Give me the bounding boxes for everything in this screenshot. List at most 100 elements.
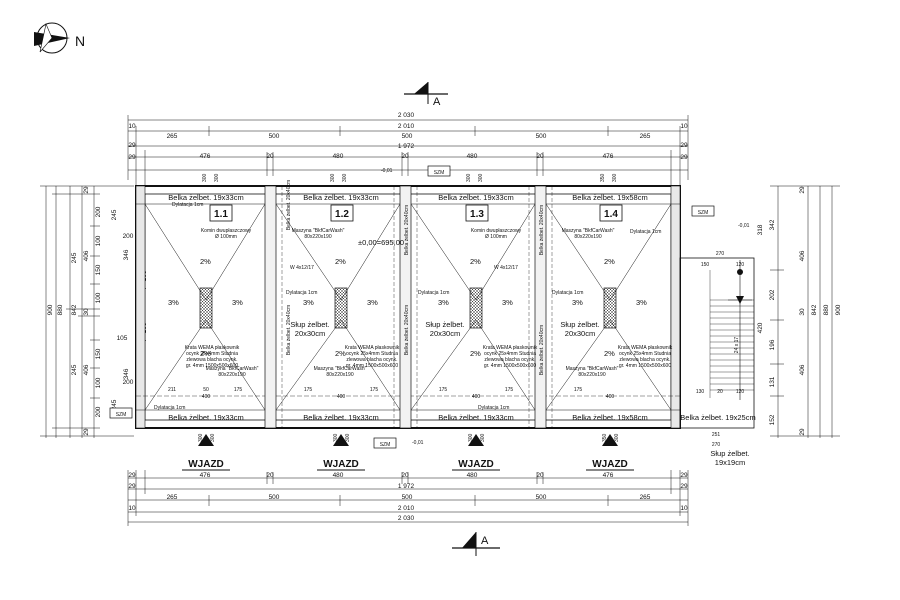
dim: 245	[111, 209, 118, 220]
dim: 20	[266, 472, 274, 479]
grate-note: ocynk 25x4mm Studnia	[619, 351, 671, 357]
dim: 211	[168, 387, 176, 393]
dim: 400	[472, 394, 481, 400]
dim-total-left: 900	[47, 304, 54, 315]
dim-total-right: 900	[835, 304, 842, 315]
dim: 318	[757, 224, 764, 235]
dim: 29	[799, 186, 806, 194]
elevation-label: -0,01	[412, 440, 424, 446]
slope-label: 3%	[303, 298, 314, 307]
main-elevation: ±0,00=695,00	[358, 238, 404, 247]
dim-net-top: 1 972	[398, 143, 415, 150]
elevation-markers: -0,01 -0,01 -0,01	[381, 168, 750, 446]
machine-note: 80x220x190	[218, 372, 245, 378]
dimension-lines-left	[40, 185, 134, 438]
dim: 476	[200, 472, 211, 479]
stair-treads	[710, 299, 754, 391]
dim: 406	[799, 364, 806, 375]
grate-note: zlewowa blacha ocynk.	[484, 357, 535, 363]
drain-grate-4	[603, 287, 617, 329]
entry-label: WJAZD	[592, 459, 628, 470]
slope-label: 3%	[502, 298, 513, 307]
dim: 196	[769, 339, 776, 350]
entry-label: WJAZD	[458, 459, 494, 470]
room-labels: 1.1 1.2 1.3 1.4	[209, 204, 623, 222]
slope-label: 3%	[438, 298, 449, 307]
vertical-beam-labels: Belka żelbet. 20x40cm Belka żelbet. 20x4…	[286, 180, 545, 375]
dim: 300	[342, 173, 348, 182]
machine-note: 80x220x190	[304, 234, 331, 240]
stair-dims: 270 150 120 130 20 120 251 270	[696, 251, 745, 448]
column-label: Słup żelbet.	[560, 320, 599, 329]
entry-label: WJAZD	[323, 459, 359, 470]
grate-note: Krata WEMA płaskownik	[345, 345, 400, 351]
column-label: Słup żelbet.	[290, 320, 329, 329]
grate-note: ocynk 25x4mm Studnia	[484, 351, 536, 357]
dim: 350	[600, 173, 606, 182]
dylatacja-label: Dylatacja 1cm	[172, 202, 203, 208]
grate-note: zlewowa blacha ocynk.	[186, 357, 237, 363]
grate-note: gr. 4mm 1500x500x600	[186, 363, 238, 369]
equipment-notes: Komin dwupłaszczowy Ø 100mm Komin dwupła…	[185, 228, 673, 378]
elevation-label: -0,01	[738, 223, 750, 229]
grate-note: Krata WEMA płaskownik	[483, 345, 538, 351]
slope-label: 2%	[200, 349, 211, 358]
dim: 202	[769, 289, 776, 300]
dylatacja-labels: Dylatacja 1cm Dylatacja 1cm Dylatacja 1c…	[154, 202, 661, 411]
dim: 265	[167, 494, 178, 501]
dylatacja-label: Dylatacja 1cm	[286, 290, 317, 296]
dim: 270	[716, 251, 725, 257]
slope-label: 3%	[572, 298, 583, 307]
dim: 500	[269, 133, 280, 140]
column-label: 19x19cm	[715, 458, 745, 467]
dim: 300	[214, 173, 220, 182]
dim: 500	[269, 494, 280, 501]
staircase	[679, 257, 755, 429]
dim: 20	[717, 389, 723, 395]
machine-note: 80x220x190	[326, 372, 353, 378]
szm-label: SZM	[380, 442, 391, 448]
dim: 175	[234, 387, 243, 393]
dim: 130	[696, 389, 705, 395]
grate-note: gr. 4mm 1500x500x600	[346, 363, 398, 369]
chimney-note: Ø 100mm	[485, 234, 507, 240]
slope-label: 2%	[200, 257, 211, 266]
dim: 29	[680, 472, 688, 479]
dim: 420	[757, 322, 764, 333]
beam-label-bottom: Belka żelbet. 19x25cm	[680, 413, 755, 422]
dim: 175	[304, 387, 313, 393]
slope-label: 2%	[604, 257, 615, 266]
dim: 10	[680, 505, 688, 512]
grate-note: ocynk 25x4mm Studnia	[186, 351, 238, 357]
machine-note: Maszyna "BkfCarWash"	[314, 366, 367, 372]
dim: 29	[83, 428, 90, 436]
dim: 480	[467, 472, 478, 479]
dim: 300	[614, 433, 620, 442]
dim: 29	[128, 472, 136, 479]
grate-note: Krata WEMA płaskownik	[618, 345, 673, 351]
dim: 100	[95, 235, 102, 246]
dim: 50	[203, 387, 209, 393]
dim: 480	[333, 472, 344, 479]
window-note: W 4x12/17	[494, 265, 518, 271]
grate-note: gr. 4mm 1500x500x600	[619, 363, 671, 369]
dim: 300	[198, 433, 204, 442]
entry-markers: WJAZD WJAZD WJAZD WJAZD	[182, 434, 634, 471]
pier-dims-bottom: 300 300 300 300 300 300 350 300	[198, 433, 620, 442]
beam-label-bottom: Belka żelbet. 19x33cm	[303, 413, 378, 422]
beam-label: Belka żelbet. 20x40cm	[404, 205, 410, 255]
window-note: W 4x12/17	[290, 265, 314, 271]
dim: 29	[128, 154, 136, 161]
dim: 406	[83, 250, 90, 261]
dim: 120	[736, 389, 745, 395]
dim: 20	[266, 153, 274, 160]
dim: 20	[536, 472, 544, 479]
dim: 270	[712, 442, 721, 448]
dim: 29	[680, 483, 688, 490]
dim: 150	[701, 262, 710, 268]
dim: 150	[95, 264, 102, 275]
machine-note: 80x220x190	[578, 372, 605, 378]
dim: 245	[71, 252, 78, 263]
dim: 175	[505, 387, 514, 393]
